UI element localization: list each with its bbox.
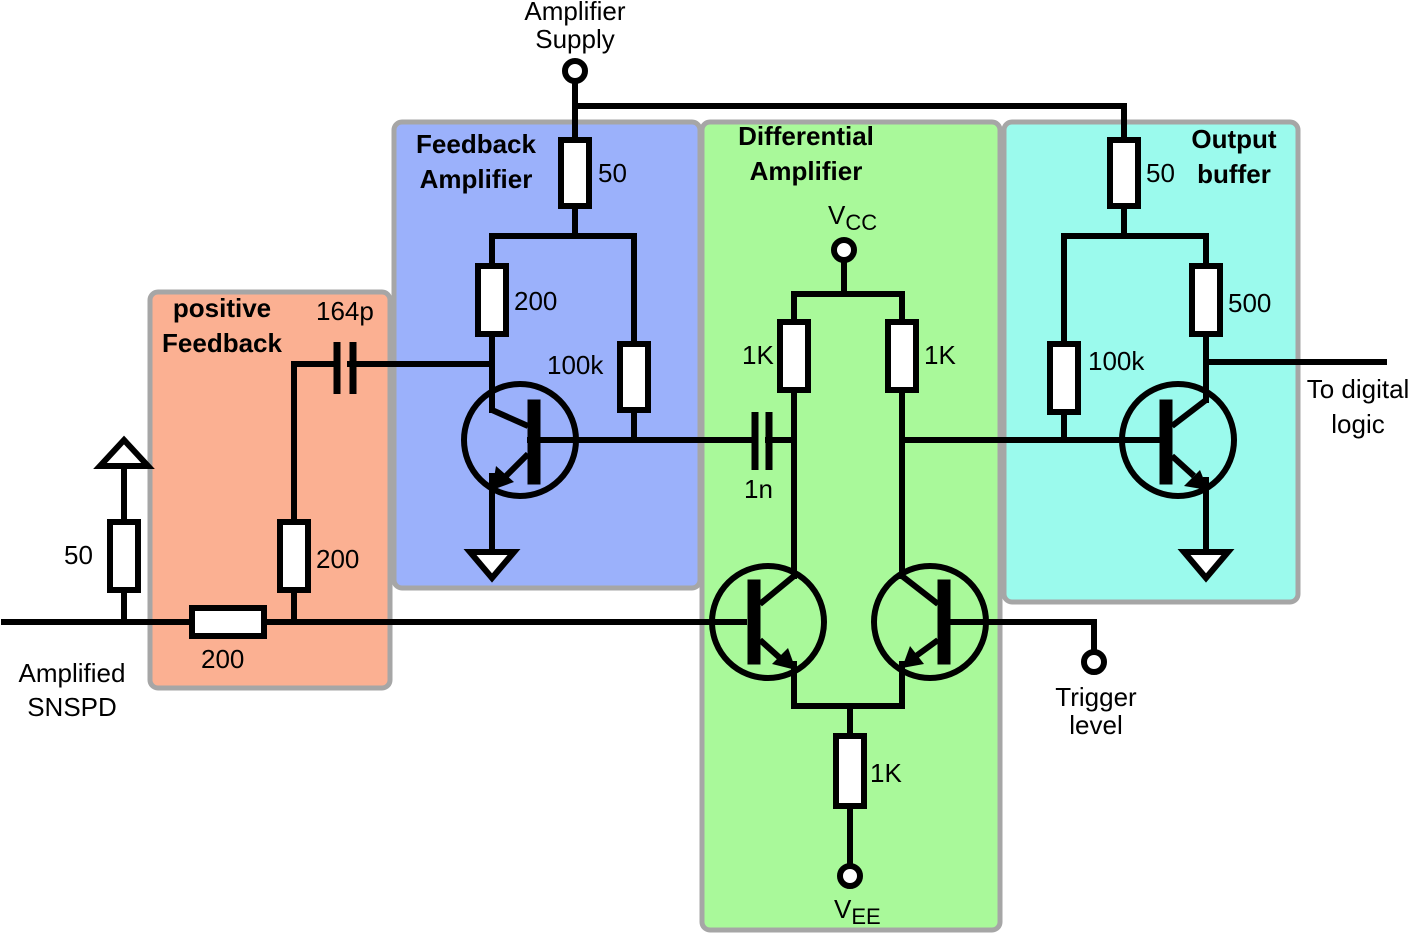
transistor-diff-right xyxy=(871,563,989,681)
value-label: 1K xyxy=(742,340,774,370)
feedback-amplifier-title: Amplifier xyxy=(420,164,533,194)
vee-sub: EE xyxy=(851,904,880,929)
positive-feedback-title: positive xyxy=(173,293,271,323)
value-label: 100k xyxy=(547,350,604,380)
transistor-feedback-amp xyxy=(461,381,579,499)
vcc-terminal xyxy=(831,237,857,263)
input-label: Amplified xyxy=(19,658,126,688)
wires xyxy=(1,81,1387,867)
differential-amplifier-title: Differential xyxy=(738,121,874,151)
resistor-fb-bias xyxy=(617,341,651,413)
resistor-diff-right xyxy=(885,319,919,393)
output-label: logic xyxy=(1331,409,1384,439)
ground-symbol xyxy=(1177,549,1235,583)
vcc-sub: CC xyxy=(845,210,877,235)
value-label: 50 xyxy=(64,540,93,570)
supply-label: Supply xyxy=(535,24,615,54)
output-buffer-title: Output xyxy=(1191,124,1277,154)
resistor-series-input xyxy=(189,605,267,639)
value-label: 164p xyxy=(316,296,374,326)
transistor-output-buffer xyxy=(1119,381,1237,499)
trigger-label: level xyxy=(1069,710,1122,740)
value-label: 200 xyxy=(514,286,557,316)
value-label: 500 xyxy=(1228,288,1271,318)
resistor-fb-collector xyxy=(475,263,509,337)
supply-label: Amplifier xyxy=(524,0,625,26)
positive-feedback-block xyxy=(147,289,393,691)
ground-symbol xyxy=(463,549,521,583)
capacitor-feedback xyxy=(333,342,357,394)
resistor-input-termination xyxy=(107,519,141,593)
resistor-fb-supply xyxy=(558,137,592,209)
trigger-label: Trigger xyxy=(1055,682,1137,712)
value-label: 1K xyxy=(924,340,956,370)
capacitor-coupling xyxy=(751,412,773,470)
vee-label: VEE xyxy=(834,894,881,929)
value-label: 50 xyxy=(1146,158,1175,188)
vee-main: V xyxy=(834,894,852,924)
vcc-main: V xyxy=(828,200,846,230)
differential-amplifier-block xyxy=(699,119,1003,933)
vcc-label: VCC xyxy=(828,200,877,235)
supply-arrow-symbol xyxy=(93,435,155,469)
resistor-buf-supply xyxy=(1107,137,1141,209)
value-label: 1n xyxy=(744,474,773,504)
resistor-feedback-path xyxy=(277,519,311,593)
supply-terminal xyxy=(562,58,588,84)
resistor-diff-left xyxy=(777,319,811,393)
value-label: 1K xyxy=(870,758,902,788)
value-label: 200 xyxy=(316,544,359,574)
transistor-diff-left xyxy=(709,563,827,681)
value-label: 50 xyxy=(598,158,627,188)
value-label: 200 xyxy=(201,644,244,674)
differential-amplifier-title: Amplifier xyxy=(750,156,863,186)
output-buffer-title: buffer xyxy=(1197,159,1271,189)
positive-feedback-title: Feedback xyxy=(162,328,282,358)
feedback-amplifier-title: Feedback xyxy=(416,129,536,159)
resistor-tail xyxy=(833,733,867,809)
input-label: SNSPD xyxy=(27,692,117,722)
vee-terminal xyxy=(837,863,863,889)
value-label: 100k xyxy=(1088,346,1145,376)
trigger-terminal xyxy=(1081,649,1107,675)
output-label: To digital xyxy=(1307,374,1410,404)
resistor-buf-collector xyxy=(1189,263,1223,337)
resistor-buf-bias xyxy=(1047,341,1081,415)
